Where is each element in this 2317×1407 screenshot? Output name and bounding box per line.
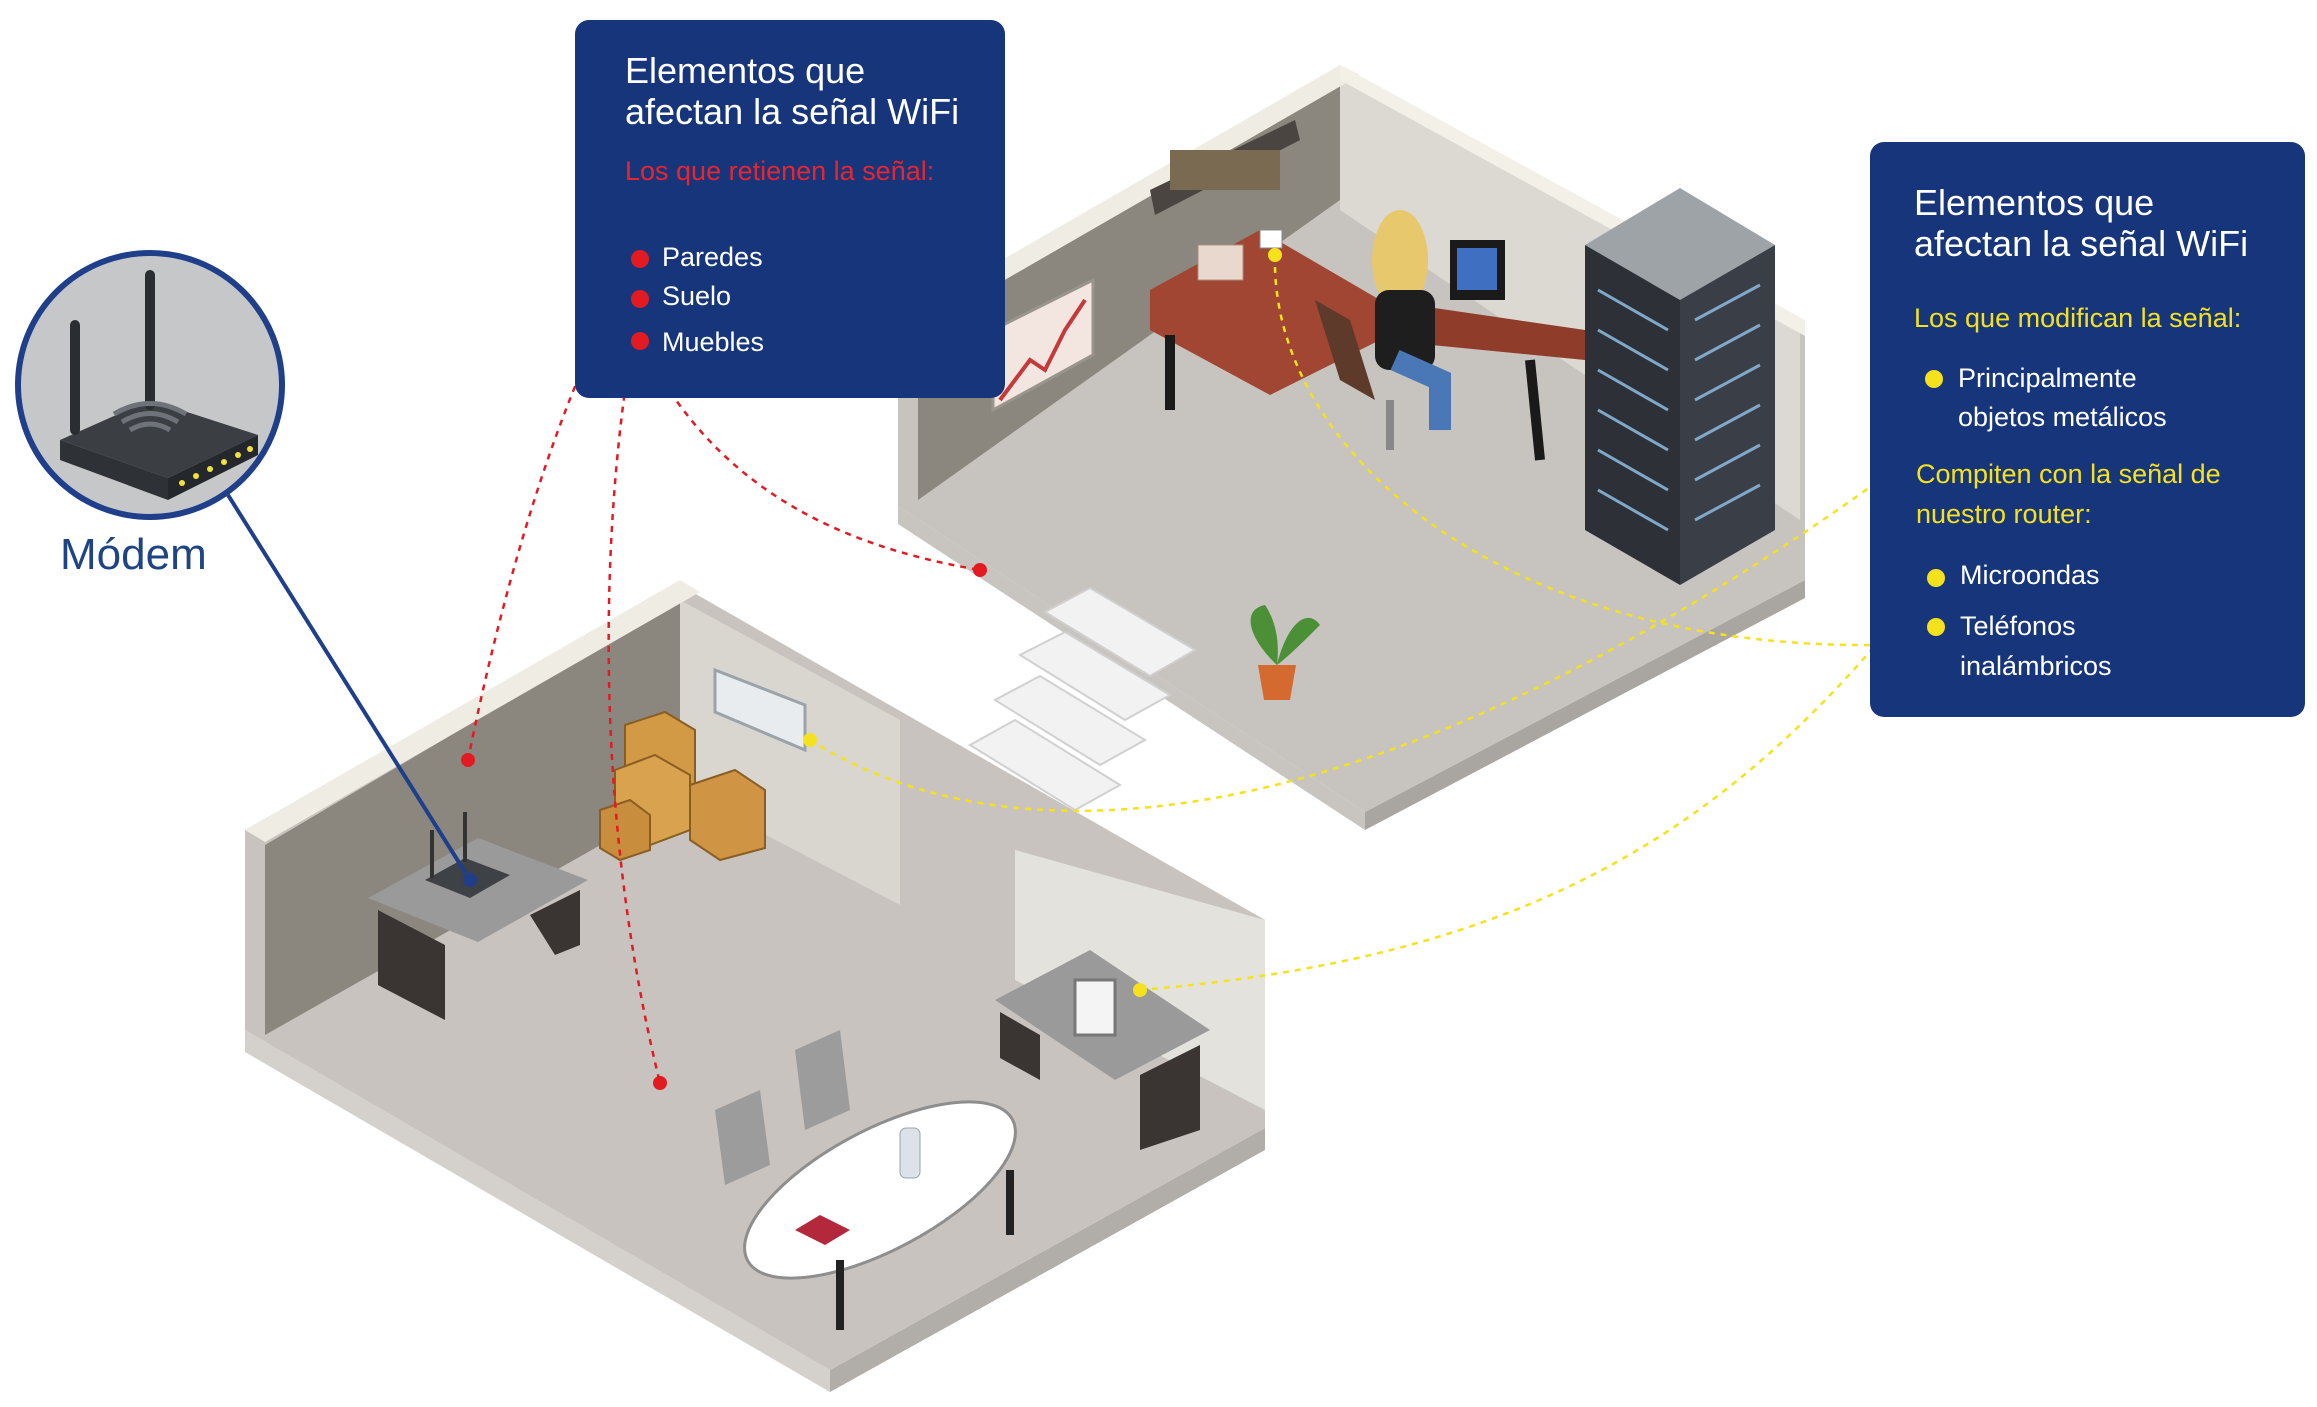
lower-room <box>245 580 1265 1392</box>
red-targets <box>461 563 987 1090</box>
bullet-dot <box>631 332 649 350</box>
book <box>795 1215 850 1245</box>
yellow-targets <box>803 248 1282 997</box>
item-paredes: Paredes <box>662 242 763 272</box>
upper-floor-side <box>898 506 1365 830</box>
person-body <box>1375 290 1435 370</box>
modem-device-front <box>168 435 258 500</box>
server-rack-right <box>1680 245 1775 585</box>
right-panel-title-line1: Elementos que <box>1914 182 2155 223</box>
bullet-dot <box>1925 370 1943 388</box>
person-hair <box>1372 210 1428 310</box>
box <box>689 768 766 862</box>
bullet-dot <box>1927 569 1945 587</box>
upper-wall-top <box>898 65 1360 330</box>
air-conditioner <box>713 667 807 753</box>
microwave-connector <box>809 478 1937 813</box>
right-panel-subtitle1: Los que modifican la señal: <box>1914 303 2242 333</box>
upper-floor-front <box>1365 580 1805 830</box>
lower-floor-front <box>830 1128 1265 1392</box>
left-panel-subtitle: Los que retienen la señal: <box>625 156 935 186</box>
modem-connector-line <box>226 493 472 882</box>
item-telefonos-line2: inalámbricos <box>1960 651 2112 681</box>
right-panel-subtitle2-line1: Compiten con la señal de <box>1916 459 2221 489</box>
lower-back-wall-left <box>265 600 680 1035</box>
item-muebles: Muebles <box>662 327 765 357</box>
router-desk-leg <box>530 890 580 955</box>
phone-desk-leg <box>1140 1045 1200 1150</box>
right-panel-title-line2: afectan la señal WiFi <box>1914 223 2249 264</box>
bullet-dot <box>631 290 649 308</box>
lower-floor-side <box>245 1030 830 1392</box>
stair-2 <box>1017 630 1172 722</box>
lower-partition <box>1015 850 1265 1110</box>
floor-connector <box>607 299 662 1084</box>
office-chair <box>1315 300 1375 400</box>
modem-callout <box>15 250 477 887</box>
phone-connector <box>1139 630 1936 992</box>
left-info-panel: Elementos que afectan la señal WiFi Los … <box>575 20 1005 398</box>
item-metal-line2: objetos metálicos <box>1958 402 2167 432</box>
plant-pot <box>1258 665 1296 700</box>
right-panel-subtitle2-line2: nuestro router: <box>1916 499 2092 529</box>
bottle <box>899 1127 921 1179</box>
desk-leg <box>1525 359 1545 461</box>
bullet-dot <box>1927 618 1945 636</box>
bullet-dot <box>631 250 649 268</box>
modem-lights <box>179 446 253 486</box>
box <box>599 798 651 862</box>
modem-device-side <box>60 440 168 500</box>
laptop-screen <box>1457 248 1497 290</box>
modem-label: Módem <box>60 530 207 579</box>
left-panel-title-line2: afectan la señal WiFi <box>625 91 960 132</box>
stair-3 <box>992 674 1147 767</box>
item-suelo: Suelo <box>662 281 732 311</box>
books <box>1170 150 1280 190</box>
stair-1 <box>1042 586 1197 678</box>
server-units <box>1597 283 1761 532</box>
dining-chair <box>715 1090 770 1185</box>
phone-desk-leg <box>1000 1012 1040 1080</box>
item-metal-line1: Principalmente <box>1958 363 2137 393</box>
person-legs <box>1390 349 1451 430</box>
cordless-phone <box>1073 978 1117 1037</box>
lower-wall-top <box>245 580 700 842</box>
wifi-icon <box>112 401 188 433</box>
microwave-upper <box>1197 244 1244 281</box>
phone-base <box>1259 229 1283 249</box>
dining-chair <box>795 1030 850 1130</box>
poster-line <box>998 298 1087 402</box>
metal-connector <box>1273 254 1937 647</box>
yellow-connectors <box>809 254 1937 992</box>
router-desk-leg <box>378 910 445 1020</box>
plant-leaves <box>1250 605 1320 665</box>
modem-connector-dot <box>463 873 477 887</box>
server-rack-left <box>1585 245 1680 585</box>
left-panel-title-line1: Elementos que <box>625 50 866 91</box>
stair-4 <box>968 718 1122 812</box>
furniture-connector <box>638 339 981 572</box>
modem-device-top <box>60 400 258 478</box>
item-microondas: Microondas <box>1960 560 2100 590</box>
item-telefonos-line1: Teléfonos <box>1960 611 2076 641</box>
server-rack-top <box>1585 188 1775 300</box>
right-info-panel: Elementos que afectan la señal WiFi Los … <box>1870 142 2305 717</box>
